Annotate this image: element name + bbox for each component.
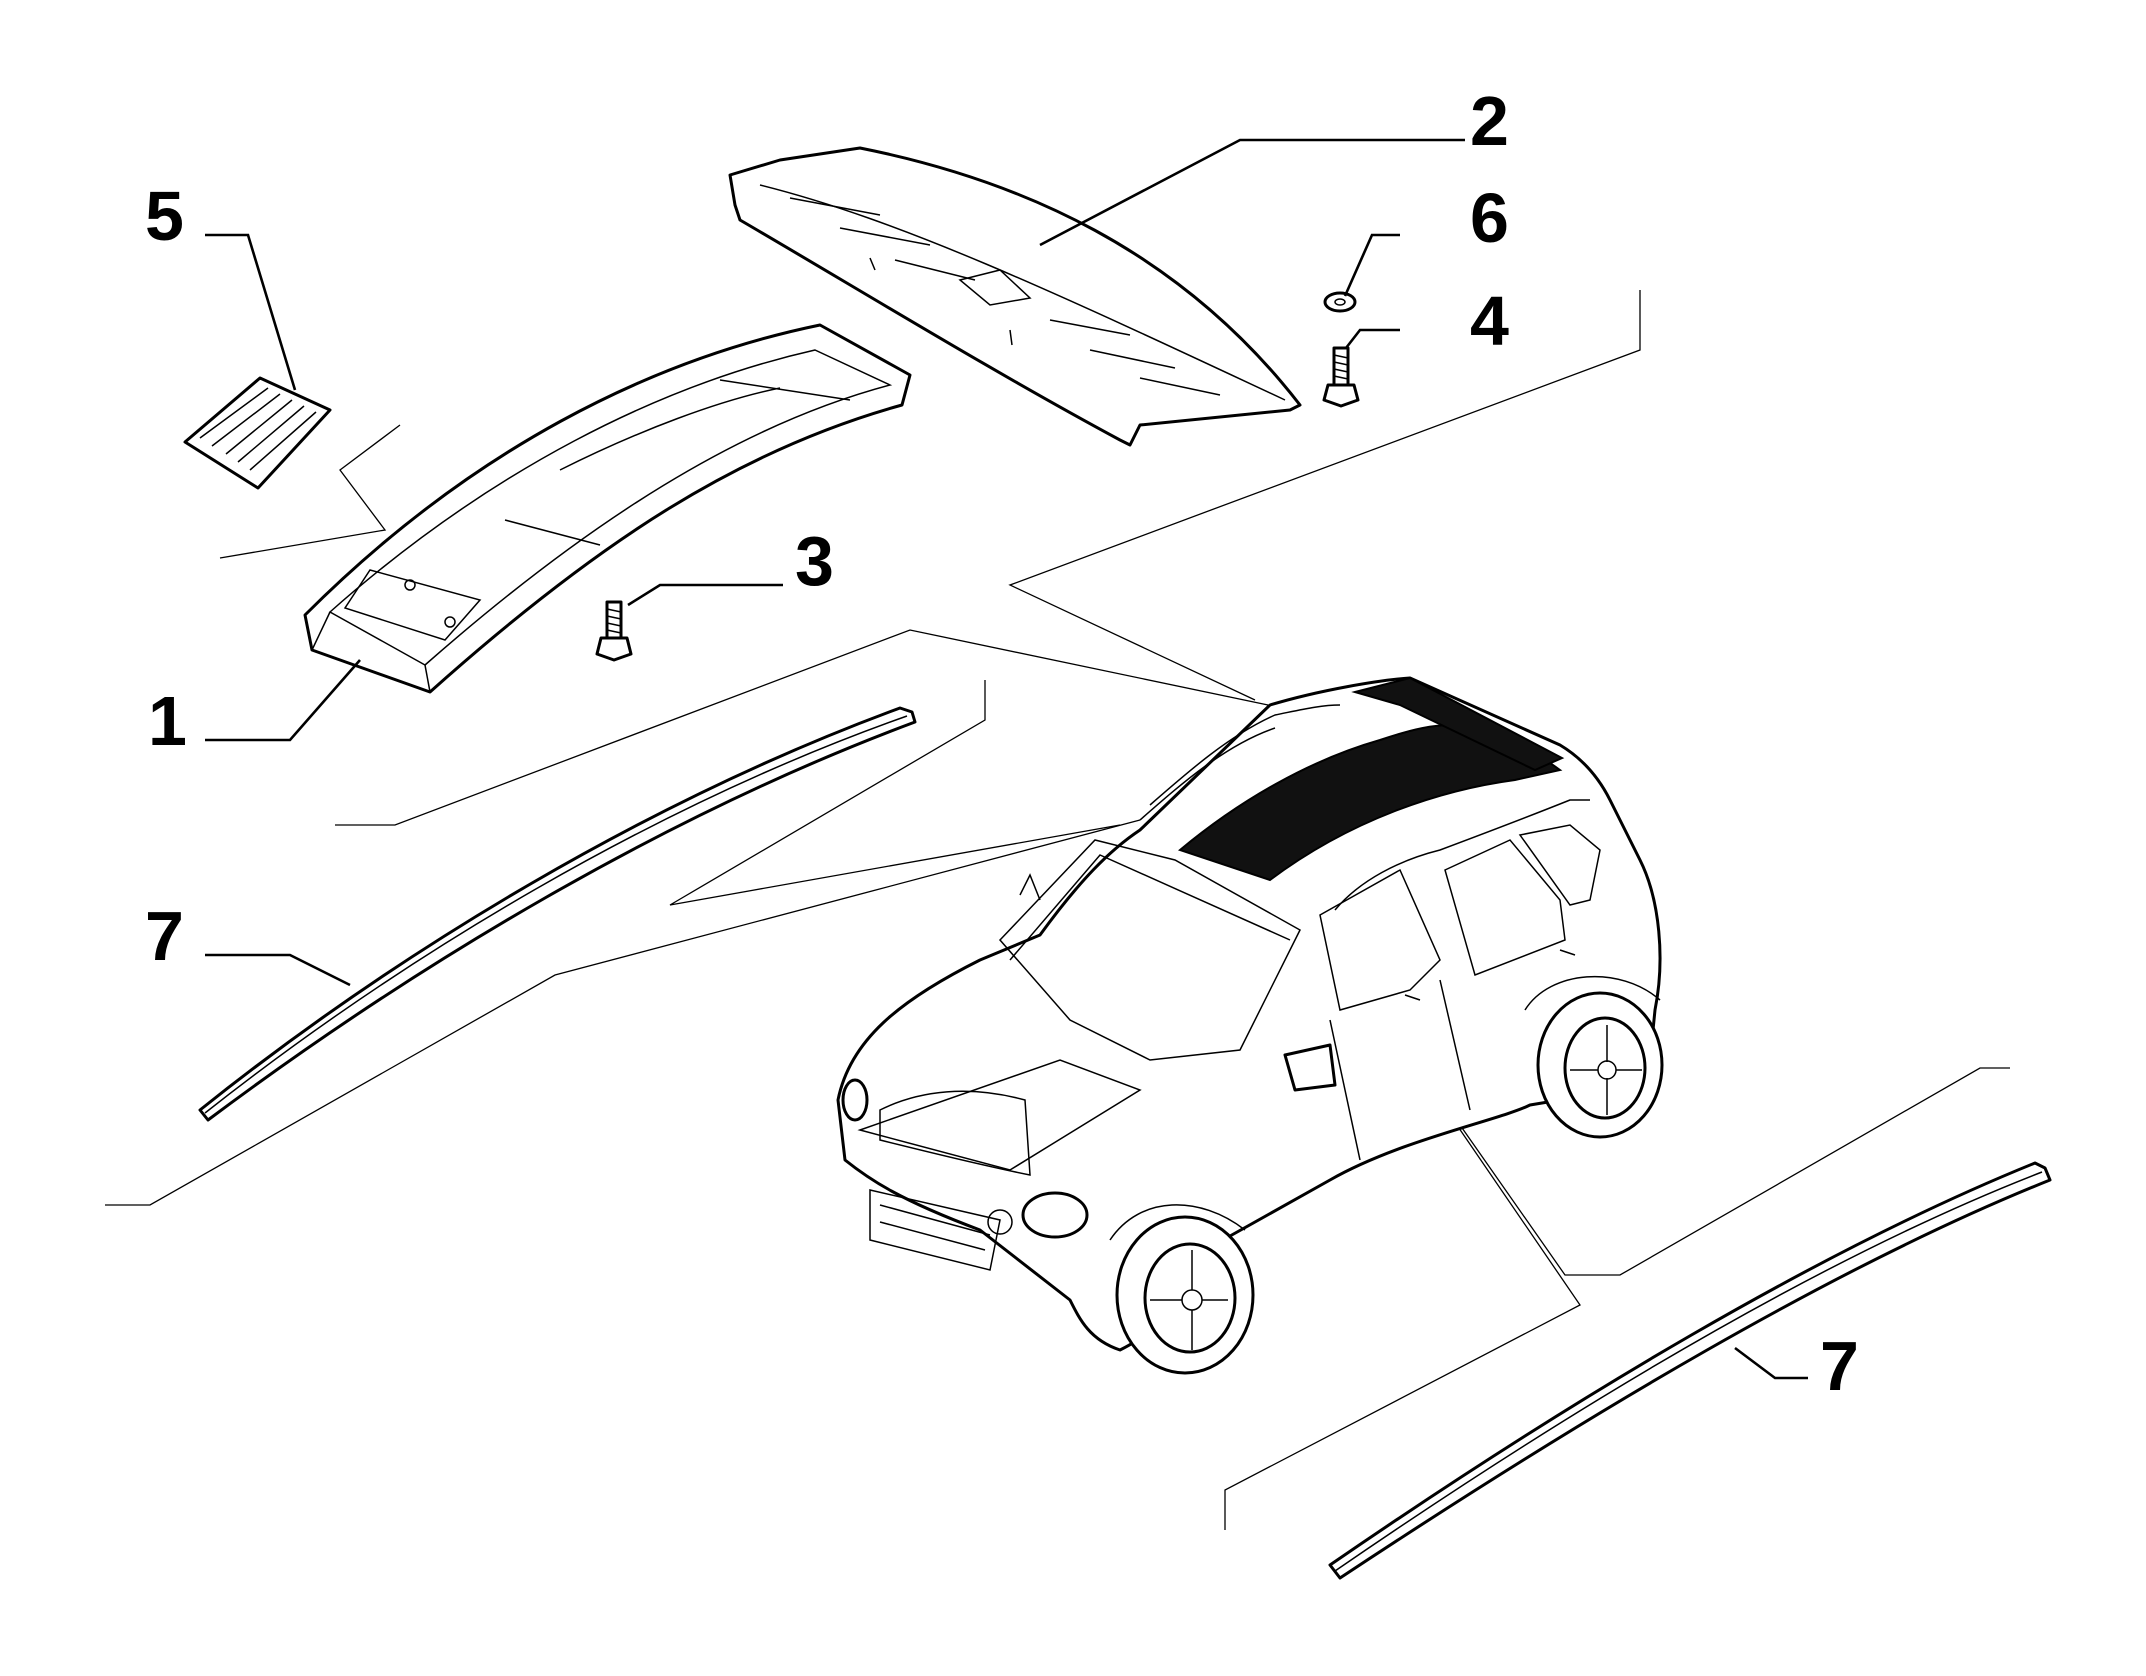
leader-5 [205, 233, 297, 391]
pad-part-5 [183, 376, 332, 490]
roof-rail-strip-part-7-left [198, 706, 917, 1122]
callout-3: 3 [795, 522, 834, 600]
front-wheel [1115, 1215, 1255, 1375]
leader-3 [627, 583, 783, 607]
leader-1 [205, 659, 361, 742]
callout-7-right: 7 [1820, 1327, 1859, 1405]
callout-labels: 1 2 3 4 5 6 7 7 [145, 82, 1859, 1405]
roof-rail-strip-part-7-right [1328, 1161, 2052, 1580]
callout-1: 1 [148, 682, 187, 760]
bolt-part-3 [595, 600, 633, 662]
roof-panel-part-1 [303, 323, 912, 694]
leader-6 [1343, 233, 1400, 297]
leader-7-left [205, 953, 351, 987]
rear-wheel [1536, 991, 1664, 1139]
leader-lines [205, 138, 1808, 1380]
leader-4 [1344, 328, 1400, 349]
callout-6: 6 [1470, 179, 1509, 257]
roof-spoiler-part-2 [728, 146, 1302, 447]
washer-part-6 [1323, 291, 1357, 313]
callout-2: 2 [1470, 82, 1509, 160]
bolt-part-4 [1322, 346, 1360, 408]
callout-4: 4 [1470, 282, 1509, 360]
leader-7-right [1734, 1346, 1808, 1380]
leader-2 [1039, 138, 1465, 247]
callout-5: 5 [145, 177, 184, 255]
callout-7-left: 7 [145, 897, 184, 975]
vehicle-illustration [836, 676, 1664, 1375]
